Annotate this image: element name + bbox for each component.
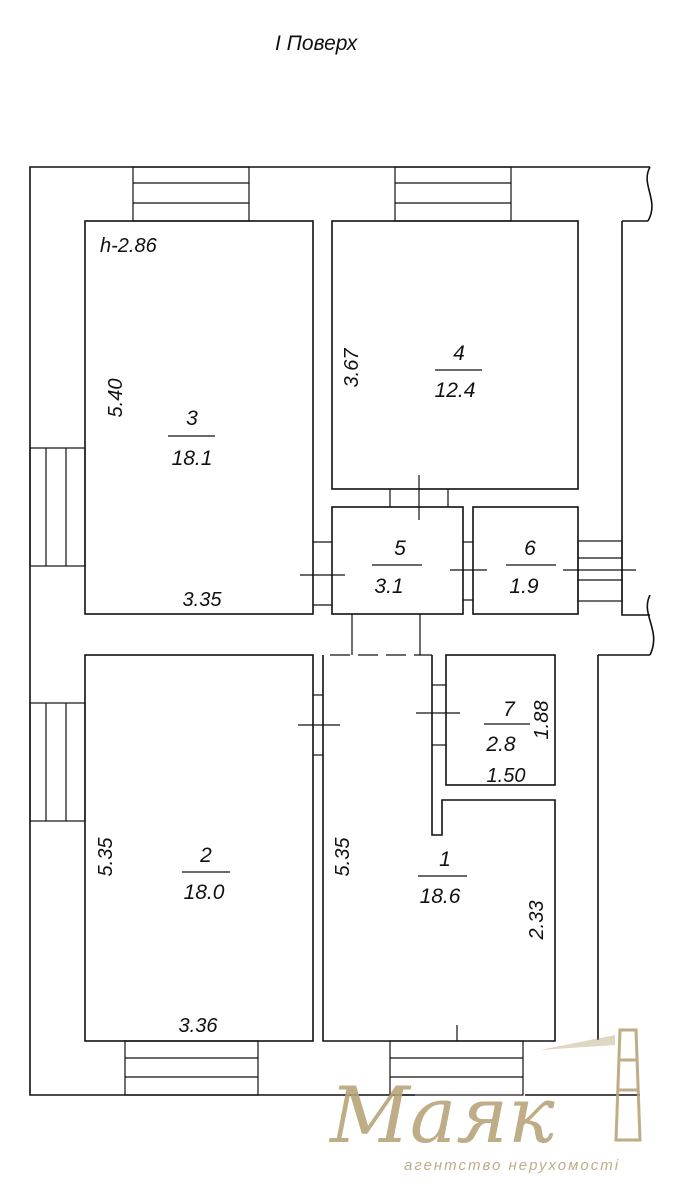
watermark-tagline: агентство нерухомості <box>404 1157 620 1174</box>
room-outlines <box>84 220 579 1042</box>
room-1-labels: 5.35 1 18.6 2.33 <box>332 837 548 941</box>
room-2-number: 2 <box>199 844 212 867</box>
room-5-labels: 5 3.1 <box>372 537 422 598</box>
room-5-area: 3.1 <box>374 575 403 598</box>
room-7-labels: 7 2.8 1.88 1.50 <box>484 698 553 787</box>
room-1-number: 1 <box>439 848 451 871</box>
room-3-labels: h-2.86 5.40 3 18.1 3.35 <box>100 235 222 611</box>
room-5-number: 5 <box>394 537 406 560</box>
room-7-number: 7 <box>503 698 516 721</box>
room-4-area: 12.4 <box>435 379 476 402</box>
room-4-number: 4 <box>453 342 465 365</box>
room-7-height-dim: 1.88 <box>531 701 553 740</box>
room-3-area: 18.1 <box>172 447 213 470</box>
room-1-side-dim: 2.33 <box>526 901 548 941</box>
lighthouse-icon <box>540 1028 642 1142</box>
room-3-width-dim: 3.35 <box>183 589 223 611</box>
room-2-area: 18.0 <box>184 881 225 904</box>
room-6-area: 1.9 <box>509 575 539 598</box>
room-2-height-dim: 5.35 <box>95 837 117 877</box>
floor-title: I Поверх <box>275 32 359 55</box>
outer-walls <box>29 166 655 1096</box>
room-1-area: 18.6 <box>420 885 461 908</box>
room-3-height-dim: 5.40 <box>105 379 127 418</box>
room-7-width-dim: 1.50 <box>487 765 526 787</box>
room-6-number: 6 <box>524 537 536 560</box>
room-4-labels: 3.67 4 12.4 <box>341 342 482 402</box>
room-4-height-dim: 3.67 <box>341 348 363 388</box>
doors <box>298 475 636 1041</box>
room-6-labels: 6 1.9 <box>506 537 556 598</box>
room-1-height-dim: 5.35 <box>332 837 354 877</box>
room-2-width-dim: 3.36 <box>179 1015 219 1037</box>
watermark-brand: Маяк <box>328 1071 555 1161</box>
room-2-labels: 5.35 2 18.0 3.36 <box>95 837 230 1037</box>
ceiling-height-note: h-2.86 <box>100 235 158 257</box>
watermark-logo: Маяк агентство нерухомості <box>328 1028 642 1174</box>
room-7-area: 2.8 <box>485 733 516 756</box>
room-3-number: 3 <box>186 407 198 430</box>
windows <box>29 166 623 1096</box>
